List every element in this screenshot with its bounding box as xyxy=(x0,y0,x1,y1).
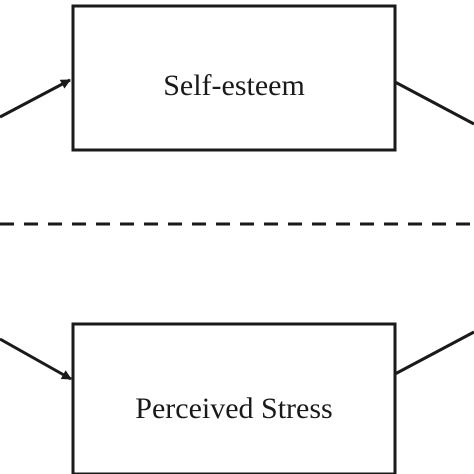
arrow-into-self-esteem xyxy=(0,78,71,119)
perceived-stress-box xyxy=(71,322,397,474)
arrow-out-of-self-esteem xyxy=(394,80,474,126)
self-esteem-label: Self-esteem xyxy=(163,69,305,102)
arrow-into-perceived-stress xyxy=(0,337,72,381)
self-esteem-box xyxy=(71,4,397,152)
arrow-out-of-perceived-stress xyxy=(394,330,474,376)
perceived-stress-label: Perceived Stress xyxy=(135,392,332,425)
